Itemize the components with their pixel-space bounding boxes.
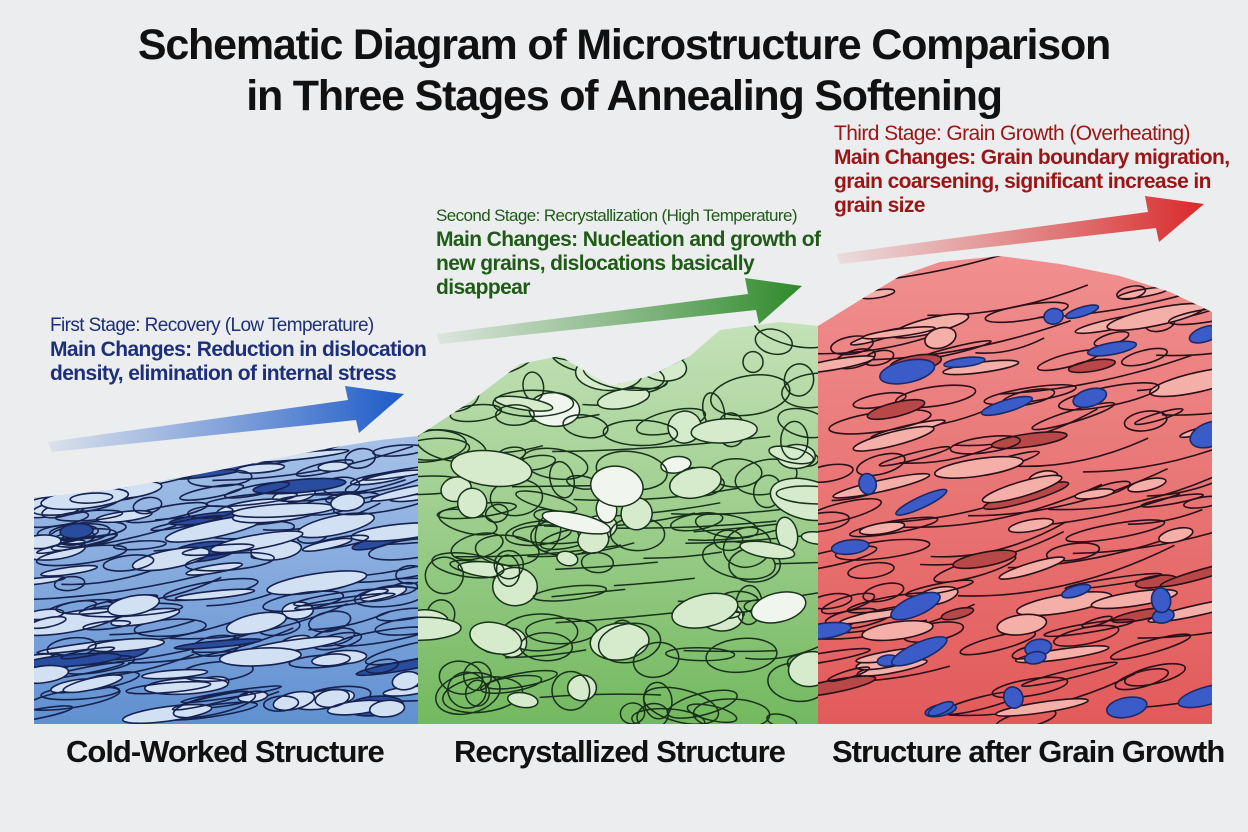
stage-2-arrow — [436, 278, 802, 344]
title-line-2: in Three Stages of Annealing Softening — [246, 72, 1003, 120]
stage-2-annotation: Second Stage: Recrystallization (High Te… — [436, 204, 836, 300]
recrystallized-label: Recrystallized Structure — [454, 734, 786, 769]
cold-worked-panel — [34, 436, 418, 724]
grain-growth-label: Structure after Grain Growth — [832, 734, 1225, 769]
stage-2-changes: Main Changes: Nucleation and growth of n… — [436, 228, 821, 299]
stage-1-name: First Stage: Recovery (Low Temperature) — [50, 315, 374, 336]
stage-3-changes: Main Changes: Grain boundary migration, … — [834, 146, 1230, 217]
title-line-1: Schematic Diagram of Microstructure Comp… — [137, 21, 1111, 69]
diagram-title: Schematic Diagram of Microstructure Comp… — [0, 20, 1248, 122]
stage-2-name: Second Stage: Recrystallization (High Te… — [436, 206, 797, 225]
stage-3-arrow — [836, 196, 1204, 264]
stage-3-annotation: Third Stage: Grain Growth (Overheating) … — [834, 122, 1234, 218]
stage-1-changes: Main Changes: Reduction in dislocation d… — [50, 338, 427, 385]
grain-growth-panel — [818, 256, 1212, 724]
stage-1-arrow — [48, 386, 404, 452]
stage-3-name: Third Stage: Grain Growth (Overheating) — [834, 122, 1191, 145]
cold-worked-label: Cold-Worked Structure — [66, 734, 385, 769]
stage-1-annotation: First Stage: Recovery (Low Temperature) … — [50, 314, 430, 386]
